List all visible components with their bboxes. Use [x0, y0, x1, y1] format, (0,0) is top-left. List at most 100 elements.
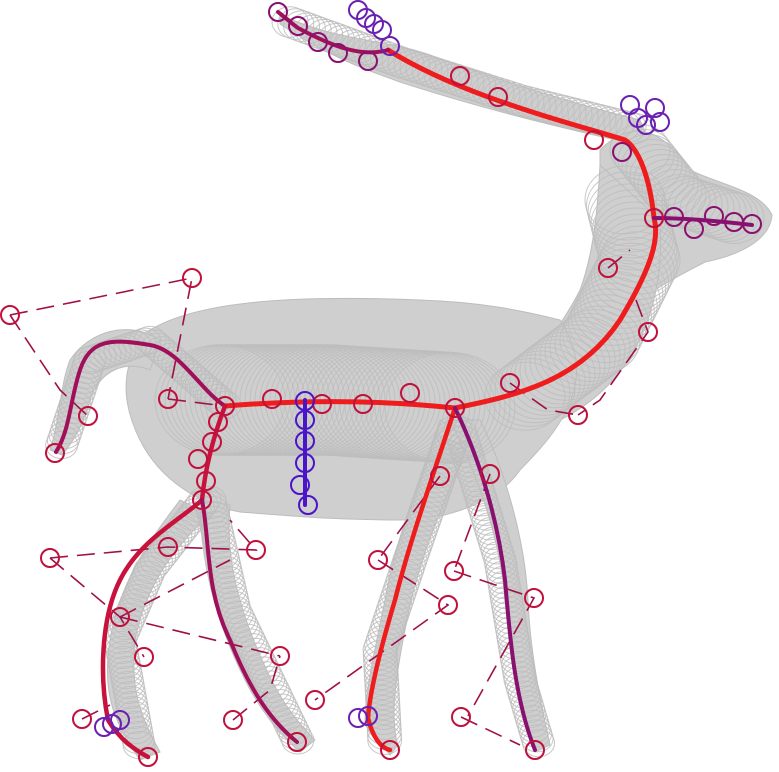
control-point-purple: [612, 142, 632, 162]
hind-leg-ring: [374, 600, 410, 630]
control-point: [0, 305, 20, 325]
deer-body-silhouette: [49, 13, 773, 761]
neck-ring: [592, 195, 673, 265]
hind-leg-ring: [363, 660, 399, 690]
control-point: [450, 66, 470, 86]
control-polygon-segment: [577, 299, 649, 416]
control-point-violet: [650, 112, 670, 132]
neck-ring: [590, 189, 672, 259]
control-point-violet: [372, 20, 392, 40]
hind-leg-ring: [377, 590, 413, 620]
hind-leg-ring: [362, 640, 398, 670]
neck-ring: [587, 177, 669, 247]
neck-ring: [593, 201, 675, 271]
control-point-purple: [288, 16, 308, 36]
control-point-violet: [358, 706, 378, 726]
neck-ring: [494, 354, 576, 424]
neck-ring: [489, 358, 571, 427]
control-point: [500, 373, 520, 393]
head-ring: [667, 180, 729, 232]
control-point: [438, 595, 458, 615]
tail-ring: [48, 420, 82, 450]
hind-leg-b-curve: [453, 406, 537, 752]
control-point-purple: [358, 51, 378, 71]
control-point: [445, 398, 465, 418]
control-point: [192, 490, 212, 510]
head-ring: [641, 164, 703, 216]
control-point-violet: [348, 708, 368, 728]
control-polygon-segment: [49, 519, 258, 559]
control-point: [158, 389, 178, 409]
control-point: [45, 443, 65, 463]
control-point: [158, 537, 178, 557]
control-point: [223, 710, 243, 730]
control-polygon-layer: [9, 249, 649, 746]
hind-leg-ring: [364, 665, 400, 695]
front-leg-ring: [279, 721, 313, 750]
hind-leg-ring: [367, 725, 403, 755]
antler-ring: [555, 97, 593, 130]
control-polygon-segment: [453, 473, 491, 572]
head-ring: [625, 144, 687, 196]
hind-leg-ring: [370, 610, 406, 640]
control-point-purple: [268, 2, 288, 22]
hind-leg-ring: [365, 690, 401, 720]
control-polygon-segment: [232, 655, 281, 721]
head-ring: [645, 169, 707, 221]
head-ring: [633, 154, 695, 206]
control-polygon-segment: [119, 559, 231, 618]
control-point: [196, 471, 216, 491]
control-point: [188, 449, 208, 469]
antler-ring: [513, 87, 551, 119]
control-point: [202, 432, 222, 452]
head-ring: [685, 186, 747, 238]
neck-ring: [504, 346, 586, 416]
neck-ring: [573, 276, 655, 346]
neck-ring: [595, 207, 676, 277]
control-point: [524, 588, 544, 608]
control-point: [305, 690, 325, 710]
tail-ring: [50, 415, 84, 445]
hind-leg-ring: [367, 620, 403, 650]
control-polygon-segment: [460, 716, 521, 746]
hind-leg-ring: [522, 729, 556, 758]
control-polygon-segment: [9, 314, 89, 417]
hind-leg-ring: [369, 615, 405, 645]
control-polygon-segment: [453, 570, 536, 717]
control-point: [134, 647, 154, 667]
front-leg-ring: [281, 726, 315, 755]
control-polygon-segment: [607, 249, 631, 269]
control-polygon-segment: [81, 704, 111, 720]
control-point: [430, 466, 450, 486]
antler-ring: [519, 88, 557, 121]
neck-ring: [584, 165, 666, 235]
antler-ring: [537, 93, 575, 125]
torso-ring: [384, 351, 516, 464]
control-point: [451, 707, 471, 727]
antler-ring: [561, 99, 599, 131]
control-point: [208, 412, 228, 432]
control-point: [110, 607, 130, 627]
control-point-purple: [704, 206, 724, 226]
control-point-purple: [684, 219, 704, 239]
head-ring: [703, 192, 765, 244]
control-point: [262, 389, 282, 409]
control-point: [246, 540, 266, 560]
control-point-blue: [295, 453, 315, 473]
antler-ring: [579, 103, 617, 136]
hind-leg-ring: [364, 675, 400, 705]
control-points-layer: [0, 0, 762, 767]
neck-ring: [484, 361, 566, 431]
control-point: [644, 208, 664, 228]
neck-ring: [562, 299, 644, 369]
neck-ring: [509, 343, 591, 412]
control-point-violet: [110, 710, 130, 730]
control-point: [488, 87, 508, 107]
control-point: [78, 406, 98, 426]
torso-shape: [125, 297, 578, 521]
control-point: [353, 394, 373, 414]
control-point-purple: [308, 32, 328, 52]
hind-leg-ring: [375, 595, 411, 625]
tail-curve: [54, 339, 227, 454]
